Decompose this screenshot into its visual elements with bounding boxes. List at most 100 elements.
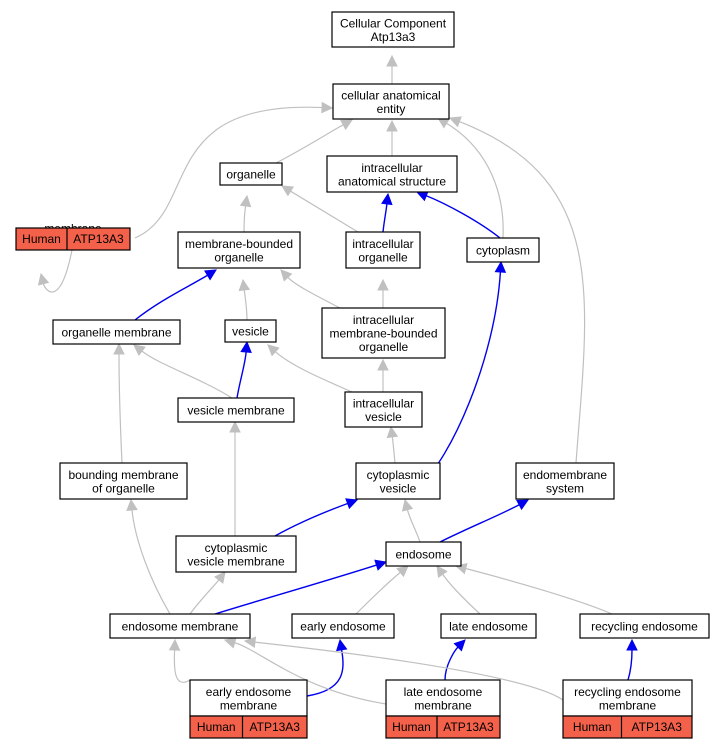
node-label: intracellular xyxy=(353,396,414,410)
arrowhead-icon xyxy=(204,269,217,281)
edge-late_endosome_membrane-to-late_endosome xyxy=(444,639,466,681)
node-organelle[interactable]: organelle xyxy=(219,162,283,186)
annotation-gene: ATP13A3 xyxy=(632,720,683,734)
edge-line xyxy=(439,504,520,543)
node-label: Atp13a3 xyxy=(371,30,416,44)
edge-cytoplasmic_vesicle-to-intracellular_vesicle xyxy=(386,425,399,464)
arrowhead-icon xyxy=(345,498,359,510)
edge-endosome_membrane-to-endosome xyxy=(214,559,388,615)
node-label: late endosome xyxy=(404,685,483,699)
node-cytoplasm[interactable]: cytoplasm xyxy=(466,237,540,263)
node-late-endosome[interactable]: late endosome xyxy=(440,613,537,639)
annotation-row xyxy=(15,227,131,251)
annotation-gene: ATP13A3 xyxy=(73,232,124,246)
edge-line xyxy=(243,205,247,233)
node-box xyxy=(189,679,308,717)
node-early-endosome[interactable]: early endosome xyxy=(291,613,395,639)
node-label: endomembrane xyxy=(523,468,607,482)
node-box xyxy=(224,319,277,343)
edge-cytoplasmic_vesicle_membrane-to-cytoplasmic_vesicle xyxy=(274,498,359,537)
arrowhead-icon xyxy=(168,638,181,651)
node-label: cellular anatomical xyxy=(341,88,440,102)
edge-endomembrane_system-to-cellular_anatomical_entity xyxy=(448,116,586,464)
edge-membrane-to-cellular_anatomical_entity xyxy=(134,101,334,239)
node-label: recycling endosome xyxy=(574,685,681,699)
edge-membrane_bounded_organelle-to-organelle xyxy=(239,194,252,233)
node-box xyxy=(385,541,462,567)
node-label: cytoplasmic xyxy=(205,541,268,555)
arrowhead-icon xyxy=(335,638,348,652)
arrowhead-icon xyxy=(381,192,393,206)
node-label: organelle xyxy=(359,340,409,354)
annotation-species: Human xyxy=(573,720,612,734)
node-label: organelle membrane xyxy=(61,326,171,340)
node-label: vesicle membrane xyxy=(187,404,285,418)
edge-intracellular_membrane_bounded_organelle-to-membrane_bounded_organelle xyxy=(280,269,341,309)
arrowhead-icon xyxy=(243,636,257,648)
edges-layer xyxy=(37,54,638,705)
node-label: vesicle xyxy=(232,325,269,339)
node-box xyxy=(440,613,537,639)
arrowhead-icon xyxy=(377,358,389,371)
edge-early_endosome_membrane-to-early_endosome xyxy=(306,638,348,697)
node-box xyxy=(355,462,441,500)
node-vesicle-membrane[interactable]: vesicle membrane xyxy=(177,397,295,423)
edge-line xyxy=(134,274,208,321)
edge-line xyxy=(134,106,323,239)
edge-line xyxy=(442,573,481,615)
annotation-species: Human xyxy=(22,232,61,246)
node-vesicle[interactable]: vesicle xyxy=(224,319,277,343)
node-label: membrane xyxy=(414,698,472,712)
node-organelle-membrane[interactable]: organelle membrane xyxy=(52,319,181,345)
node-box xyxy=(332,83,450,120)
edge-cytoplasmic_vesicle-to-cytoplasm xyxy=(419,260,507,486)
node-box xyxy=(515,462,615,500)
edge-vesicle_membrane-to-vesicle xyxy=(236,340,252,399)
edge-endosome_membrane-to-bounding_membrane_of_organelle xyxy=(126,498,171,615)
node-box xyxy=(219,162,283,186)
arrowhead-icon xyxy=(238,278,251,292)
edge-line xyxy=(236,351,247,399)
arrowhead-icon xyxy=(436,565,448,578)
node-box xyxy=(177,231,301,269)
arrowhead-icon xyxy=(113,342,125,355)
edge-line xyxy=(141,350,233,399)
node-label: Cellular Component xyxy=(340,16,447,30)
edge-intracellular_organelle-to-intracellular_anatomical_structure xyxy=(381,192,393,233)
edge-organelle_membrane-to-membrane_bounded_organelle xyxy=(134,269,217,321)
arrowhead-icon xyxy=(494,260,507,273)
edge-recycling_endosome_membrane-to-recycling_endosome xyxy=(626,638,638,681)
edge-early_endosome_membrane-to-endosome_membrane xyxy=(168,638,191,683)
edge-line xyxy=(275,124,344,164)
node-recycling-endosome[interactable]: recycling endosome xyxy=(579,613,710,639)
edge-line xyxy=(391,436,396,464)
node-endosome[interactable]: endosome xyxy=(385,541,462,567)
edge-line xyxy=(173,649,191,683)
edge-intracellular_organelle-to-organelle xyxy=(281,185,359,233)
edge-line xyxy=(446,122,504,239)
arrowhead-icon xyxy=(386,119,398,132)
arrowhead-icon xyxy=(340,119,353,131)
node-endosome-membrane[interactable]: endosome membrane xyxy=(109,613,251,639)
node-label: bounding membrane xyxy=(68,468,178,482)
edge-late_endosome_membrane-to-endosome_membrane xyxy=(223,637,387,705)
node-label: cytoplasm xyxy=(476,244,530,258)
node-box xyxy=(326,155,458,193)
node-box xyxy=(177,397,295,423)
